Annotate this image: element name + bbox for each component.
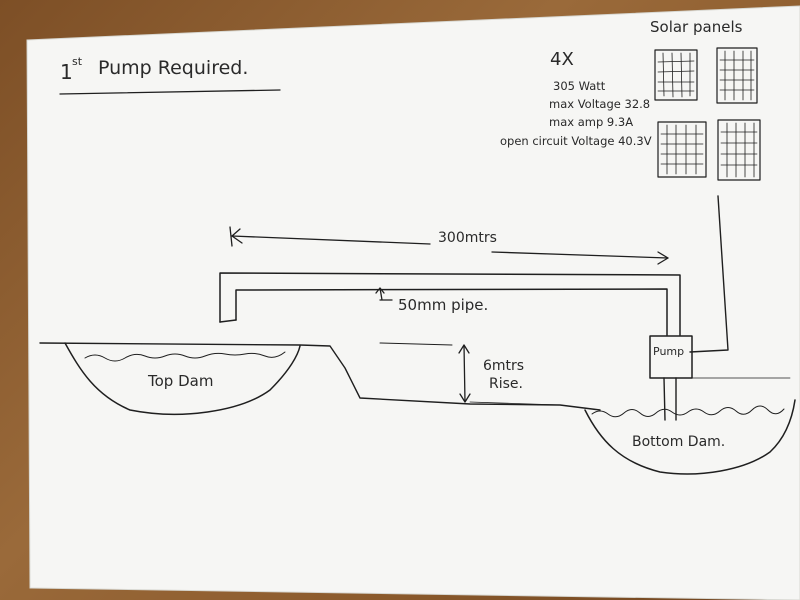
arrowhead-left <box>231 228 243 244</box>
panel-count: 4X <box>550 49 574 70</box>
bottom-dam: Bottom Dam. <box>584 399 796 475</box>
paper-sheet <box>26 5 800 600</box>
dimension-line-left <box>231 235 431 245</box>
title-number: 1 <box>60 60 73 84</box>
rise-word-label: Rise. <box>489 376 523 392</box>
rise-line <box>463 344 466 403</box>
rise-dimension: 6mtrs Rise. <box>458 344 524 403</box>
title-text: Pump Required. <box>98 57 248 79</box>
solar-panel-array <box>654 47 761 181</box>
spec-max-voltage: max Voltage 32.8 <box>549 97 650 111</box>
bottom-dam-basin <box>584 399 796 475</box>
solar-panel <box>654 49 698 101</box>
pump: Pump <box>649 335 693 421</box>
pipe <box>219 272 681 336</box>
spec-watt: 305 Watt <box>553 79 606 93</box>
solar-panel <box>716 47 758 104</box>
rise-arrowheads <box>458 344 471 403</box>
spec-open-circuit-voltage: open circuit Voltage 40.3V <box>500 134 652 148</box>
bottom-dam-label: Bottom Dam. <box>632 434 725 450</box>
top-dam-label: Top Dam <box>147 372 213 390</box>
solar-specs: 4X 305 Watt max Voltage 32.8 max amp 9.3… <box>500 49 652 148</box>
top-dam-basin <box>64 342 301 415</box>
pipe-label-pointer <box>375 287 393 301</box>
pump-box <box>649 335 693 379</box>
page-title: 1 st Pump Required. <box>59 55 281 95</box>
dimension-line-right <box>491 251 669 259</box>
bottom-level-line <box>469 377 791 411</box>
pump-intake-pipe <box>663 377 677 421</box>
bottom-dam-water <box>591 405 785 418</box>
top-level-line <box>379 342 453 346</box>
arrowhead-right <box>657 251 669 265</box>
solar-panels-heading: Solar panels <box>650 18 743 36</box>
distance-label: 300mtrs <box>438 230 497 246</box>
pump-label: Pump <box>653 345 684 358</box>
title-underline <box>59 89 281 95</box>
title-superscript: st <box>72 55 83 68</box>
distance-dimension: 300mtrs <box>229 226 669 265</box>
solar-panel <box>717 119 761 181</box>
top-dam: Top Dam <box>64 342 301 415</box>
dimension-end-left <box>229 226 233 247</box>
pipe-annotation: 50mm pipe. <box>375 287 488 314</box>
solar-panel <box>657 121 707 178</box>
spec-max-amp: max amp 9.3A <box>549 115 633 129</box>
pipe-label: 50mm pipe. <box>398 296 488 314</box>
power-wire <box>689 195 729 353</box>
top-dam-water <box>84 351 286 362</box>
rise-value-label: 6mtrs <box>483 358 524 374</box>
